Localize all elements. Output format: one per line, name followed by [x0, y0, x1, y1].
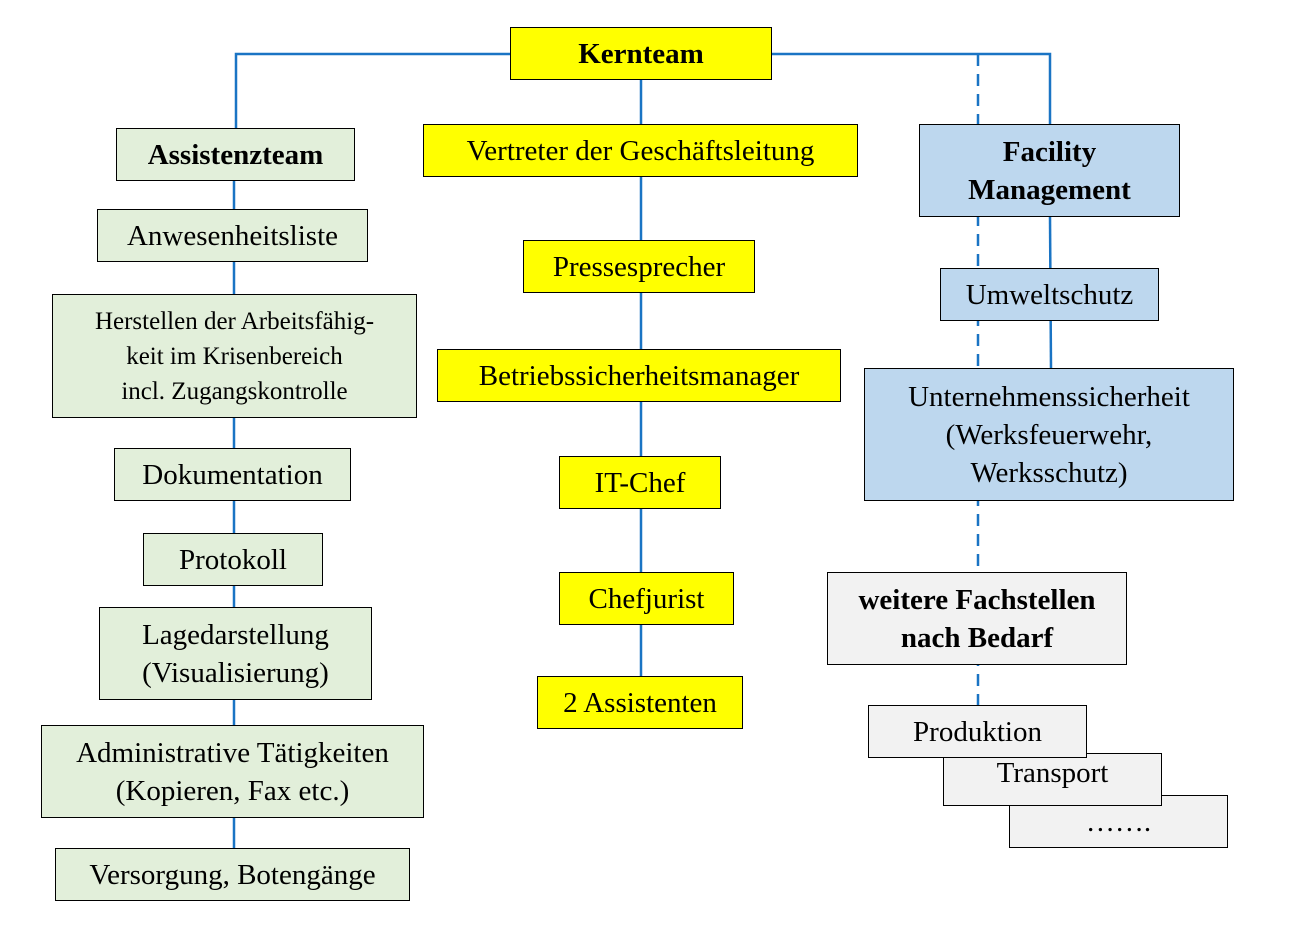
core-member: Betriebssicherheitsmanager: [437, 349, 841, 402]
core-member: Vertreter der Geschäftsleitung: [423, 124, 858, 177]
core-member: 2 Assistenten: [537, 676, 743, 729]
assist-item: Versorgung, Botengänge: [55, 848, 410, 901]
connector-core-facility: [772, 52, 1052, 124]
assist-item: Lagedarstellung (Visualisierung): [99, 607, 372, 700]
assist-item: Herstellen der Arbeitsfähig- keit im Kri…: [52, 294, 417, 418]
further-units-box: weitere Fachstellen nach Bedarf: [827, 572, 1127, 665]
connector-core-assist: [234, 52, 510, 128]
further-item: Produktion: [868, 705, 1087, 758]
core-member: IT-Chef: [559, 456, 721, 509]
facility-management-box: Facility Management: [919, 124, 1180, 217]
assist-item: Administrative Tätigkeiten (Kopieren, Fa…: [41, 725, 424, 818]
assist-item: Dokumentation: [114, 448, 351, 501]
core-team-box: Kernteam: [510, 27, 772, 80]
facility-item: Unternehmenssicherheit (Werksfeuerwehr, …: [864, 368, 1234, 501]
core-member: Chefjurist: [559, 572, 734, 625]
assist-item: Anwesenheitsliste: [97, 209, 368, 262]
assist-item: Protokoll: [143, 533, 323, 586]
assist-team-box: Assistenzteam: [116, 128, 355, 181]
core-member: Pressesprecher: [523, 240, 755, 293]
facility-item: Umweltschutz: [940, 268, 1159, 321]
further-item: Transport: [943, 753, 1162, 806]
